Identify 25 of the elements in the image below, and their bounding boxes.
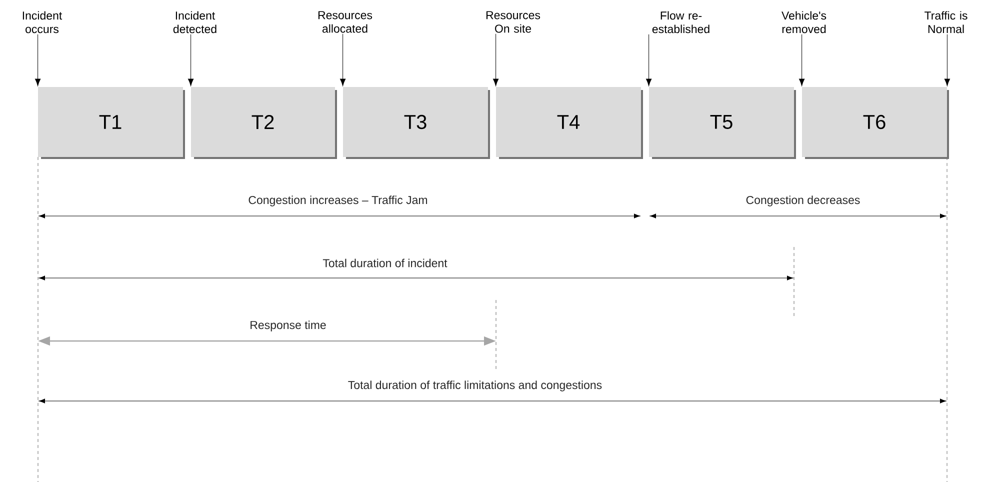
- event-label: Incident detected: [173, 11, 216, 34]
- time-box: T2: [191, 87, 337, 159]
- arrow: [340, 34, 346, 86]
- arrow: [799, 34, 805, 86]
- time-box: T6: [802, 87, 949, 159]
- arrow: [188, 34, 194, 86]
- event-label: Resources On site: [486, 11, 540, 33]
- dimension-label: Total duration of traffic limitations and congestions: [348, 380, 602, 392]
- dimension-label: Congestion decreases: [746, 196, 860, 206]
- dimension-label: Response time: [250, 320, 326, 332]
- time-box: T1: [38, 87, 185, 159]
- time-box: T4: [496, 87, 643, 159]
- event-label: Resources allocated: [318, 11, 372, 33]
- event-label: Flow re-established: [652, 11, 710, 34]
- arrow: [34, 34, 41, 86]
- arrow: [944, 34, 950, 86]
- time-box: T5: [649, 87, 796, 159]
- dimension-label: Total duration of incident: [322, 258, 448, 268]
- arrow: [646, 34, 652, 86]
- time-box: T3: [343, 87, 490, 159]
- dimension-label: Congestion increases – Traffic Jam: [248, 196, 428, 206]
- event-label: Traffic is Normal: [924, 11, 968, 34]
- arrow: [493, 34, 499, 86]
- event-label: Vehicle's removed: [782, 11, 826, 34]
- event-label: Incident occurs: [22, 11, 62, 34]
